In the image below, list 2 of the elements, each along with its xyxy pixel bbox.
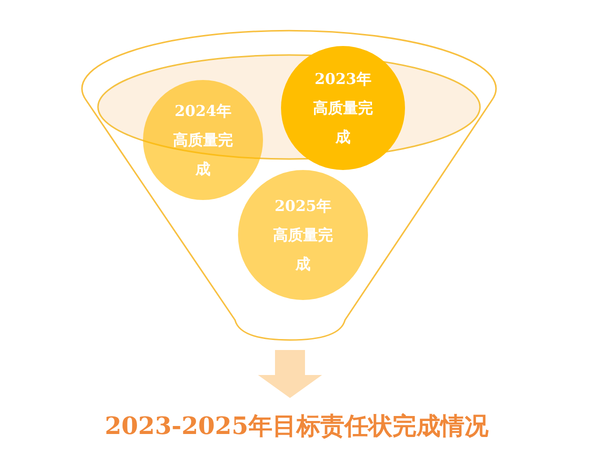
- title: 2023-2025年目标责任状完成情况: [104, 410, 490, 442]
- year-circle: 2024年高质量完成: [143, 80, 263, 200]
